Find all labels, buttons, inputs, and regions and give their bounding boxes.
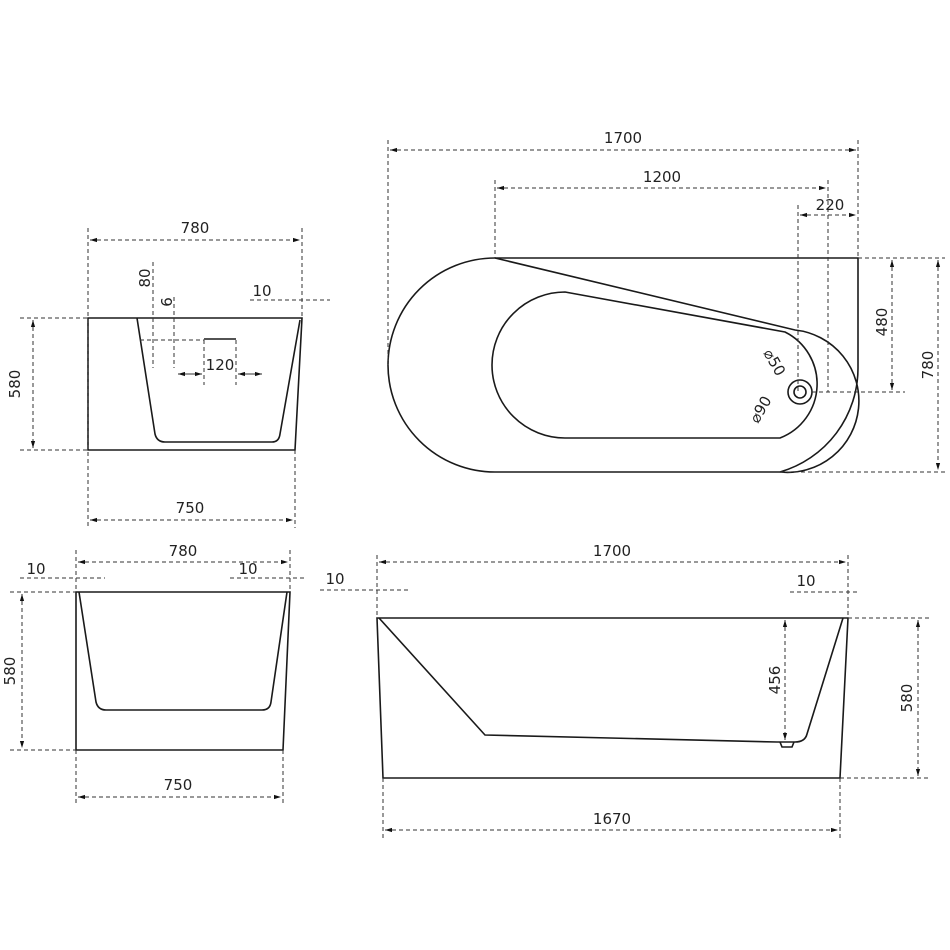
side-small-basin <box>78 591 288 711</box>
dim-label: 10 <box>238 560 257 578</box>
dim-label: ⌀50 <box>760 346 790 379</box>
end-view-outline <box>87 317 303 451</box>
dim-label: 80 <box>136 268 154 287</box>
end-view-basin <box>136 317 301 443</box>
dim-label: 780 <box>181 219 210 237</box>
dim-label: 580 <box>898 684 916 713</box>
dim-label: 1700 <box>593 542 631 560</box>
dim-label: ⌀90 <box>746 393 776 426</box>
dim-label: 220 <box>816 196 845 214</box>
dim-label: 456 <box>766 666 784 695</box>
dim-label: 780 <box>169 542 198 560</box>
dim-label: 1200 <box>643 168 681 186</box>
side-view-small: 780 10 10 580 750 <box>1 542 305 805</box>
dim-label: 580 <box>6 370 24 399</box>
dim-label: 580 <box>1 657 19 686</box>
dim-label: 780 <box>919 351 937 380</box>
dim-label: 6 <box>158 297 176 307</box>
dim-label: 480 <box>873 308 891 337</box>
top-view: 1700 1200 220 480 780 ⌀50 ⌀90 <box>387 129 945 474</box>
drain-inner-icon <box>793 385 807 399</box>
side-small-outline <box>75 591 291 751</box>
dim-label: 10 <box>26 560 45 578</box>
dim-label: 750 <box>164 776 193 794</box>
dim-label: 1700 <box>604 129 642 147</box>
drain-outlet <box>779 741 795 748</box>
side-large-basin <box>378 617 844 743</box>
top-view-outer-outline <box>387 257 859 473</box>
dim-label: 120 <box>206 356 235 374</box>
side-view-large: 1700 10 10 456 580 1670 <box>320 542 930 840</box>
dim-label: 1670 <box>593 810 631 828</box>
dim-label: 10 <box>796 572 815 590</box>
drain-outer-icon <box>787 379 813 405</box>
dim-label: 10 <box>252 282 271 300</box>
side-large-outline <box>376 617 849 779</box>
end-view: 780 120 80 6 10 580 750 <box>6 219 330 528</box>
dim-label: 750 <box>176 499 205 517</box>
top-view-basin <box>491 291 818 439</box>
dim-label: 10 <box>325 570 344 588</box>
top-view-rim <box>494 257 860 474</box>
